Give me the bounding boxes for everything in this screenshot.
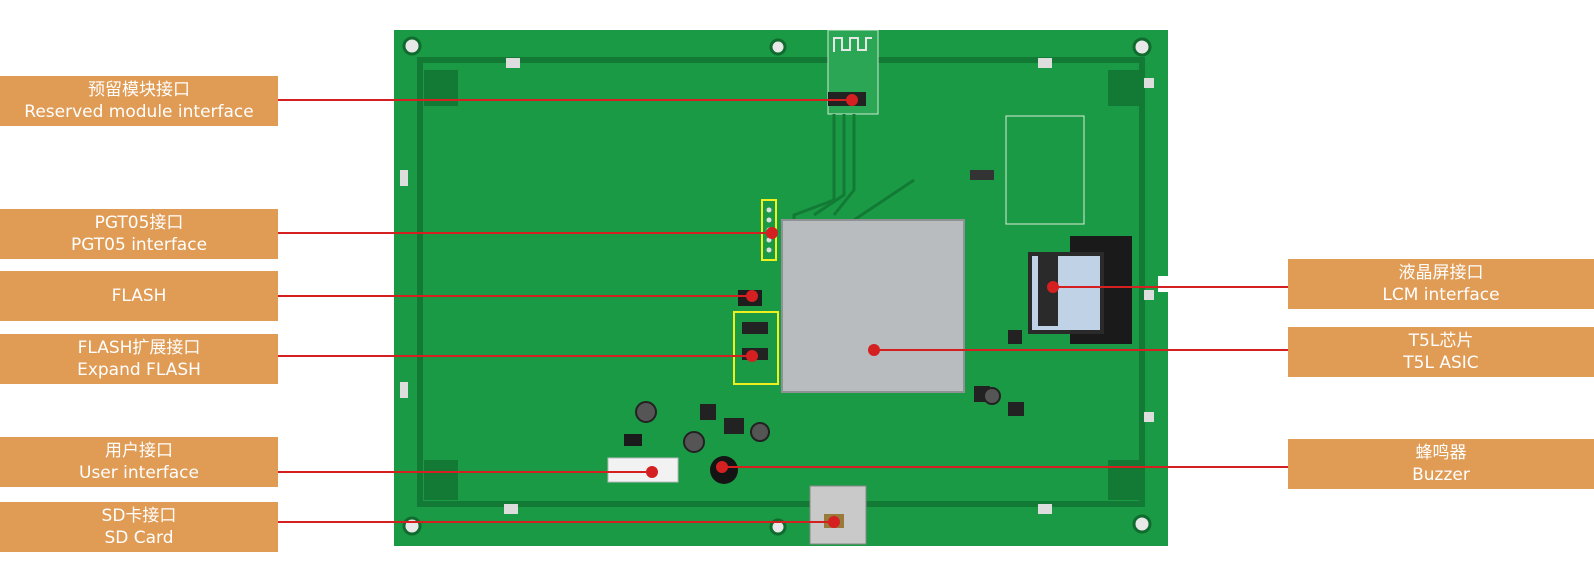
silkscreen-box (1005, 115, 1085, 225)
leader-dot (746, 290, 758, 302)
pcb-corner-pad (424, 460, 458, 500)
label-cn: SD卡接口 (101, 506, 177, 526)
label-expand-flash: FLASH扩展接口 Expand FLASH (0, 334, 278, 384)
mounting-hole (769, 518, 787, 536)
label-en: User interface (79, 463, 199, 483)
capacitor (635, 401, 657, 423)
user-interface-connector (607, 457, 679, 483)
label-en: LCM interface (1382, 285, 1500, 305)
label-en: Buzzer (1412, 465, 1470, 485)
label-flash: FLASH (0, 271, 278, 321)
label-cn: 蜂鸣器 (1415, 443, 1467, 463)
label-en: SD Card (104, 528, 174, 548)
label-lcm-interface: 液晶屏接口 LCM interface (1288, 259, 1594, 309)
pcb-traces (792, 114, 915, 222)
leader-dot (646, 466, 658, 478)
expand-flash-outline (733, 311, 779, 385)
small-connector (970, 170, 994, 180)
leader-dot (1047, 281, 1059, 293)
label-sd-card: SD卡接口 SD Card (0, 502, 278, 552)
label-cn: 用户接口 (105, 441, 173, 461)
mounting-hole (402, 36, 422, 56)
label-en: T5L ASIC (1403, 353, 1479, 373)
label-pgt05-interface: PGT05接口 PGT05 interface (0, 209, 278, 259)
label-buzzer: 蜂鸣器 Buzzer (1288, 439, 1594, 489)
leader-dot (846, 94, 858, 106)
label-reserved-module-interface: 预留模块接口 Reserved module interface (0, 76, 278, 126)
label-cn: T5L芯片 (1408, 331, 1474, 351)
pcb-frame (417, 57, 1145, 507)
capacitor (750, 422, 770, 442)
label-user-interface: 用户接口 User interface (0, 437, 278, 487)
capacitor (683, 431, 705, 453)
label-en: Reserved module interface (24, 102, 254, 122)
label-en: Expand FLASH (77, 360, 201, 380)
leader-dot (828, 516, 840, 528)
antenna-trace (833, 37, 872, 52)
pcb-board-image (394, 30, 1168, 546)
label-cn: 液晶屏接口 (1398, 263, 1484, 283)
leader-dot (716, 461, 728, 473)
label-cn: FLASH扩展接口 (77, 338, 201, 358)
leader-dot (766, 227, 778, 239)
leader-dot (868, 344, 880, 356)
mounting-hole (1132, 514, 1152, 534)
label-t5l-asic: T5L芯片 T5L ASIC (1288, 327, 1594, 377)
mounting-hole (769, 38, 787, 56)
t5l-asic-shield (781, 219, 965, 393)
label-cn: 预留模块接口 (88, 80, 190, 100)
mounting-hole (1132, 37, 1152, 57)
pcb-corner-pad (1108, 70, 1142, 106)
leader-dot (746, 350, 758, 362)
label-cn: PGT05接口 (94, 213, 184, 233)
label-cn: FLASH (111, 286, 167, 306)
label-en: PGT05 interface (70, 235, 208, 255)
